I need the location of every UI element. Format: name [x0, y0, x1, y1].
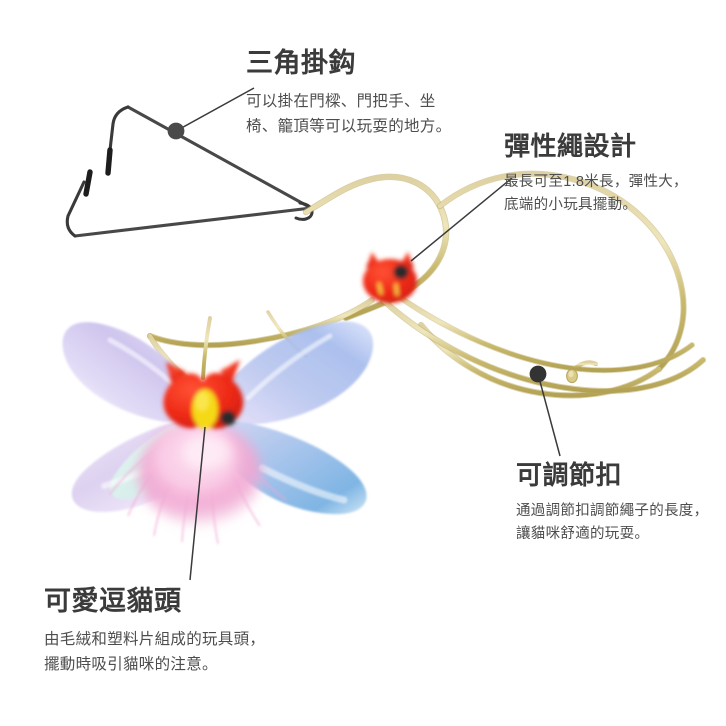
callout-body-line: 椅、籠頂等可以玩耍的地方。 [246, 117, 452, 135]
felt-cat-head [163, 360, 244, 429]
callout-body-line: 底端的小玩具擺動。 [504, 197, 638, 214]
elastic-cord-part [146, 170, 707, 403]
callout-body-line: 通過調節扣調節繩子的長度， [516, 502, 709, 519]
leader-lines [167, 87, 561, 581]
cat-face-bead [363, 252, 417, 303]
callout-body-cord: 最長可至1.8米長，彈性大， 底端的小玩具擺動。 [504, 171, 688, 218]
butterfly-toy-head [62, 321, 374, 545]
callout-body-buckle: 通過調節扣調節繩子的長度， 讓貓咪舒適的玩耍。 [516, 500, 708, 547]
callout-elastic-cord: 彈性繩設計 最長可至1.8米長，彈性大， 底端的小玩具擺動。 [504, 131, 688, 218]
callout-triangle-hook: 三角掛鈎 可以掛在門樑、門把手、坐 椅、籠頂等可以玩耍的地方。 [246, 48, 451, 139]
callout-title-hook: 三角掛鈎 [246, 48, 356, 78]
callout-adjuster-buckle: 可調節扣 通過調節扣調節繩子的長度， 讓貓咪舒適的玩耍。 [516, 460, 708, 547]
callout-title-cord: 彈性繩設計 [504, 131, 637, 161]
callout-body-hook: 可以掛在門樑、門把手、坐 椅、籠頂等可以玩耍的地方。 [246, 89, 451, 139]
adjuster-buckle [566, 360, 599, 384]
callout-body-head: 由毛絨和塑料片組成的玩具頭， 擺動時吸引貓咪的注意。 [44, 627, 265, 677]
callout-body-line: 讓貓咪舒適的玩耍。 [516, 526, 650, 543]
callout-body-line: 由毛絨和塑料片組成的玩具頭， [44, 630, 266, 648]
callout-body-line: 可以掛在門樑、門把手、坐 [246, 92, 436, 110]
callout-toy-head: 可愛逗貓頭 由毛絨和塑料片組成的玩具頭， 擺動時吸引貓咪的注意。 [44, 586, 265, 677]
callout-title-head: 可愛逗貓頭 [44, 586, 182, 616]
callout-body-line: 擺動時吸引貓咪的注意。 [44, 655, 218, 673]
callout-body-line: 最長可至1.8米長，彈性大， [504, 173, 688, 190]
callout-title-buckle: 可調節扣 [516, 460, 623, 490]
